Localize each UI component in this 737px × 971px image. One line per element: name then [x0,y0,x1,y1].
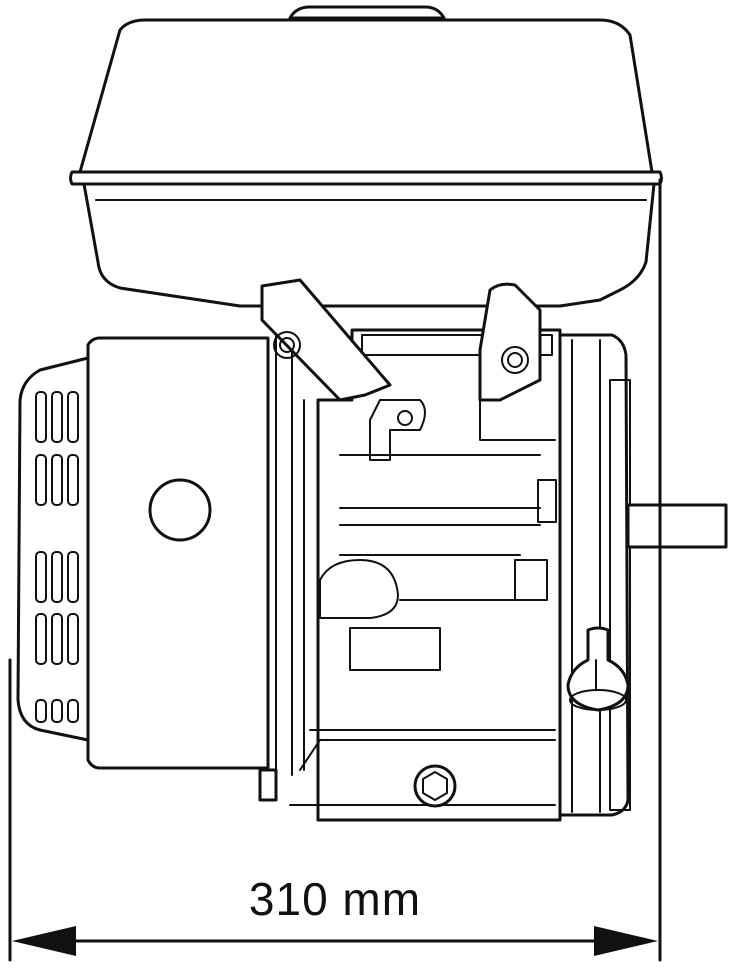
side-cover [558,333,631,817]
crankcase [289,328,562,822]
oil-filler-cap [566,626,630,712]
arrow-right-icon [594,926,658,956]
dimension-label: 310 mm [248,873,422,925]
fan-shroud [86,329,305,776]
mounting-brackets [260,278,556,441]
recoil-starter-cover [16,356,90,742]
cooling-vents [35,391,79,723]
base-foot [258,768,278,802]
drain-plug [413,764,457,808]
starter-hub [148,478,212,542]
fuel-tank [69,5,663,308]
dimension-lines [8,178,662,962]
output-shaft [626,503,728,549]
arrow-left-icon [12,926,76,956]
